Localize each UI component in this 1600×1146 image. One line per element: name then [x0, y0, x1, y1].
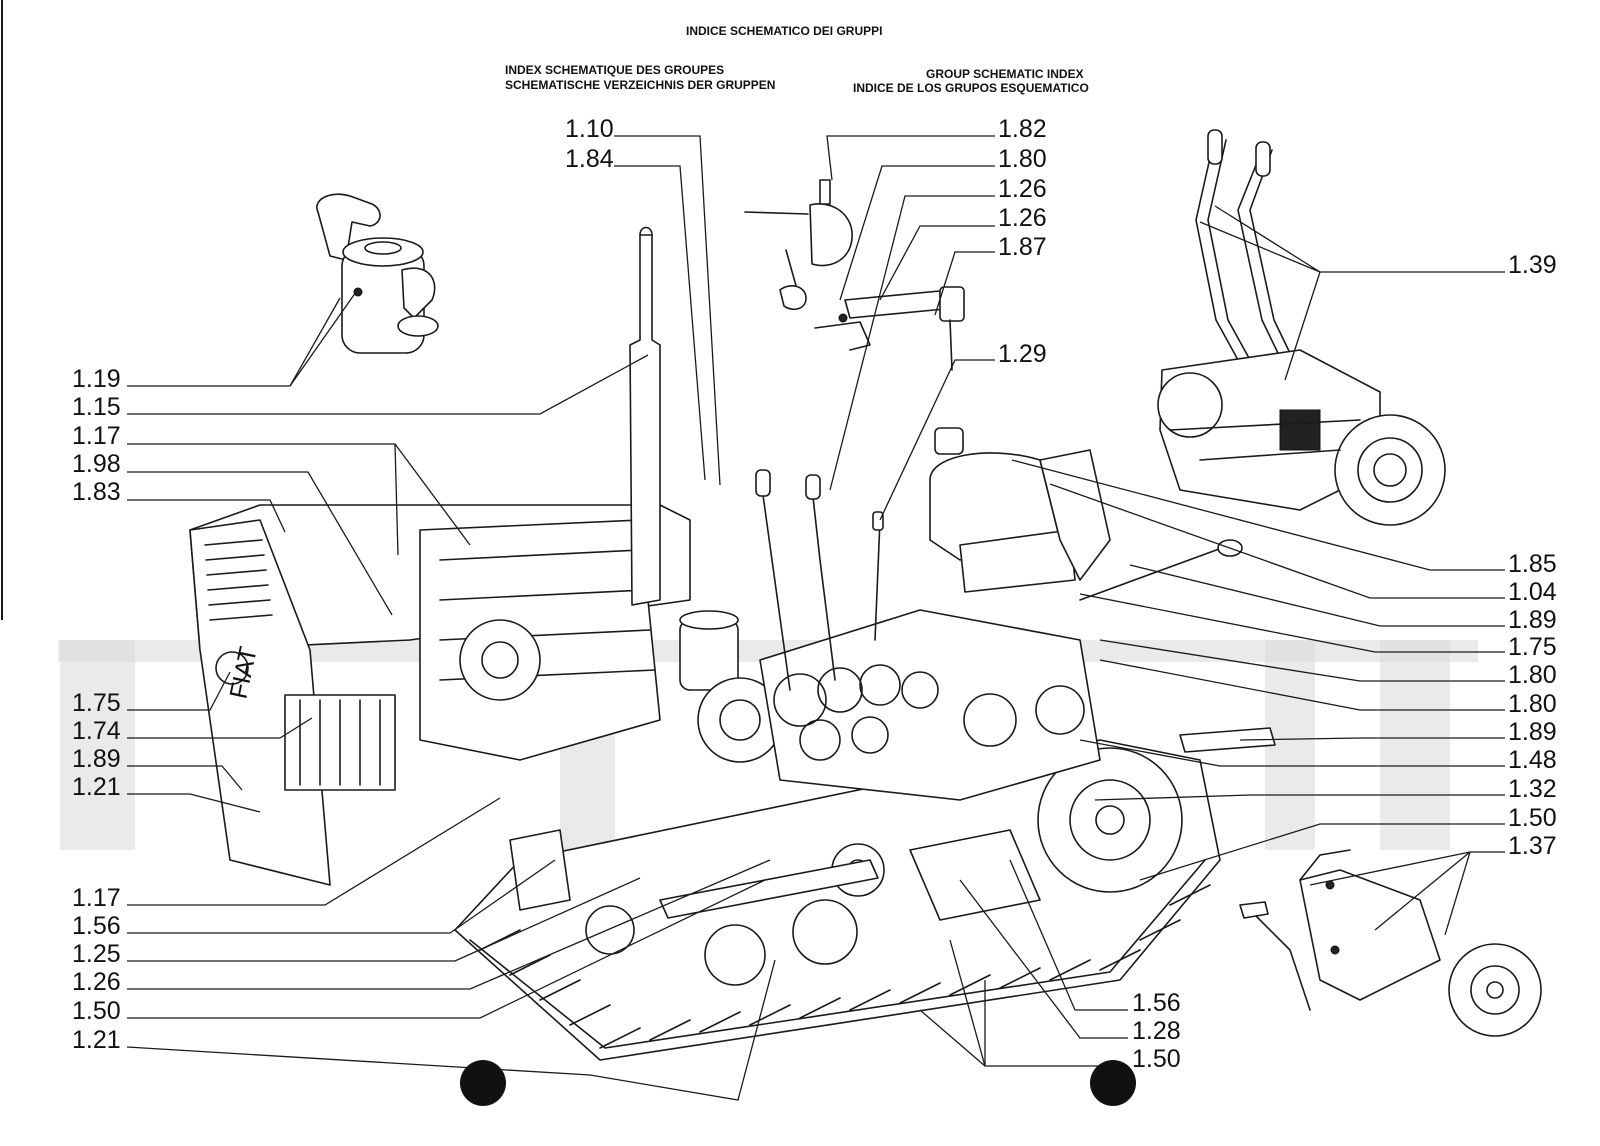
header-fr: INDEX SCHEMATIQUE DES GROUPES — [505, 63, 725, 77]
callout-label: 1.75 — [72, 689, 121, 717]
callout-label: 1.82 — [998, 115, 1047, 143]
reference-dot-left — [460, 1060, 506, 1106]
callout-label: 1.39 — [1508, 251, 1557, 279]
callout-label: 1.50 — [1132, 1045, 1181, 1073]
callouts-top: 1.10 1.84 1.82 1.80 1.26 1.26 1.87 1.29 — [565, 115, 1047, 368]
callout-label: 1.21 — [72, 1026, 121, 1054]
leader-lines — [126, 135, 1505, 1101]
callout-label: 1.29 — [998, 340, 1047, 368]
gear-train — [773, 664, 1085, 761]
callouts-right: 1.39 1.85 1.04 1.89 1.75 1.80 1.80 1.89 … — [1508, 251, 1557, 860]
tractor-illustration: FIAT — [189, 226, 1276, 1061]
callout-label: 1.26 — [998, 175, 1047, 203]
callout-label: 1.75 — [1508, 633, 1557, 661]
callout-label: 1.80 — [1508, 661, 1557, 689]
callout-label: 1.21 — [72, 773, 121, 801]
callout-label: 1.85 — [1508, 550, 1557, 578]
callout-label: 1.89 — [72, 745, 121, 773]
header-de: SCHEMATISCHE VERZEICHNIS DER GRUPPEN — [505, 78, 776, 92]
callouts-left: 1.19 1.15 1.17 1.98 1.83 1.75 1.74 1.89 … — [72, 365, 121, 1054]
callout-label: 1.48 — [1508, 746, 1557, 774]
callout-label: 1.98 — [72, 450, 121, 478]
callout-label: 1.89 — [1508, 606, 1557, 634]
callout-label: 1.89 — [1508, 718, 1557, 746]
brake-pedal-illustration — [1239, 849, 1542, 1037]
reference-dot-right — [1090, 1060, 1136, 1106]
air-cleaner-illustration — [316, 193, 439, 354]
callout-label: 1.83 — [72, 478, 121, 506]
callout-label: 1.15 — [72, 393, 121, 421]
callout-label: 1.17 — [72, 422, 121, 450]
header-en: GROUP SCHEMATIC INDEX — [926, 67, 1084, 81]
callout-label: 1.37 — [1508, 832, 1557, 860]
lever-assembly-illustration — [744, 179, 965, 371]
callout-label: 1.50 — [1508, 804, 1557, 832]
header-es: INDICE DE LOS GRUPOS ESQUEMATICO — [853, 81, 1089, 95]
callout-label: 1.28 — [1132, 1017, 1181, 1045]
callout-label: 1.10 — [565, 115, 614, 143]
callout-label: 1.17 — [72, 884, 121, 912]
callout-label: 1.26 — [72, 968, 121, 996]
callouts-bottom: 1.56 1.28 1.50 — [1132, 989, 1181, 1073]
callout-label: 1.80 — [998, 145, 1047, 173]
header-it: INDICE SCHEMATICO DEI GRUPPI — [686, 24, 883, 38]
callout-label: 1.87 — [998, 233, 1047, 261]
track-shoes — [479, 884, 1211, 1049]
callout-label: 1.25 — [72, 940, 121, 968]
callout-label: 1.80 — [1508, 690, 1557, 718]
callout-label: 1.19 — [72, 365, 121, 393]
callout-label: 1.56 — [72, 912, 121, 940]
callout-label: 1.26 — [998, 204, 1047, 232]
callout-label: 1.84 — [565, 145, 614, 173]
callout-label: 1.50 — [72, 997, 121, 1025]
callout-label: 1.04 — [1508, 578, 1557, 606]
steering-levers-illustration — [1157, 129, 1446, 526]
radiator-grille — [204, 539, 273, 621]
callout-label: 1.56 — [1132, 989, 1181, 1017]
callout-label: 1.32 — [1508, 775, 1557, 803]
callout-label: 1.74 — [72, 717, 121, 745]
